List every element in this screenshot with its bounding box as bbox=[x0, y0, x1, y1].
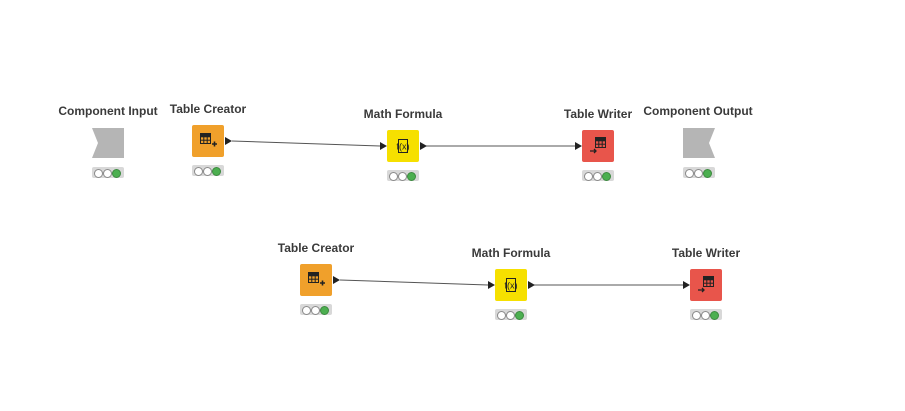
math-formula-status bbox=[387, 170, 419, 181]
table-writer-status bbox=[582, 170, 614, 181]
input-port[interactable] bbox=[380, 142, 387, 150]
math-formula-icon: f(x) bbox=[397, 139, 410, 153]
input-port[interactable] bbox=[683, 281, 690, 289]
output-port[interactable] bbox=[528, 281, 535, 289]
table-writer-label: Table Writer bbox=[563, 107, 633, 121]
table-writer-node[interactable] bbox=[690, 269, 722, 301]
output-port[interactable] bbox=[420, 142, 427, 150]
table-writer-icon bbox=[590, 137, 606, 154]
connection-creator-to-formula[interactable] bbox=[231, 140, 381, 147]
table-writer-status bbox=[690, 309, 722, 320]
math-formula-label: Math Formula bbox=[363, 107, 443, 121]
math-formula-label: Math Formula bbox=[471, 246, 551, 260]
math-formula-status bbox=[495, 309, 527, 320]
component-output-status bbox=[683, 167, 715, 178]
table-creator-label: Table Creator bbox=[169, 102, 247, 116]
output-port[interactable] bbox=[333, 276, 340, 284]
table-creator-node[interactable] bbox=[300, 264, 332, 296]
table-writer-icon bbox=[698, 276, 714, 293]
output-port[interactable] bbox=[225, 137, 232, 145]
input-port[interactable] bbox=[575, 142, 582, 150]
table-writer-label: Table Writer bbox=[671, 246, 741, 260]
component-output-icon[interactable] bbox=[683, 128, 715, 158]
math-formula-icon: f(x) bbox=[505, 278, 518, 292]
connection-creator-to-formula[interactable] bbox=[339, 279, 489, 286]
table-creator-node[interactable] bbox=[192, 125, 224, 157]
component-output-label: Component Output bbox=[643, 104, 753, 118]
svg-text:f(x): f(x) bbox=[505, 281, 518, 291]
component-input-label: Component Input bbox=[58, 104, 158, 118]
math-formula-node[interactable]: f(x) bbox=[495, 269, 527, 301]
table-creator-icon bbox=[200, 133, 217, 147]
table-creator-label: Table Creator bbox=[277, 241, 355, 255]
table-creator-status bbox=[300, 304, 332, 315]
component-input-icon[interactable] bbox=[92, 128, 124, 158]
table-creator-status bbox=[192, 165, 224, 176]
table-writer-node[interactable] bbox=[582, 130, 614, 162]
component-input-status bbox=[92, 167, 124, 178]
table-creator-icon bbox=[308, 272, 325, 286]
svg-text:f(x): f(x) bbox=[397, 142, 410, 152]
math-formula-node[interactable]: f(x) bbox=[387, 130, 419, 162]
input-port[interactable] bbox=[488, 281, 495, 289]
